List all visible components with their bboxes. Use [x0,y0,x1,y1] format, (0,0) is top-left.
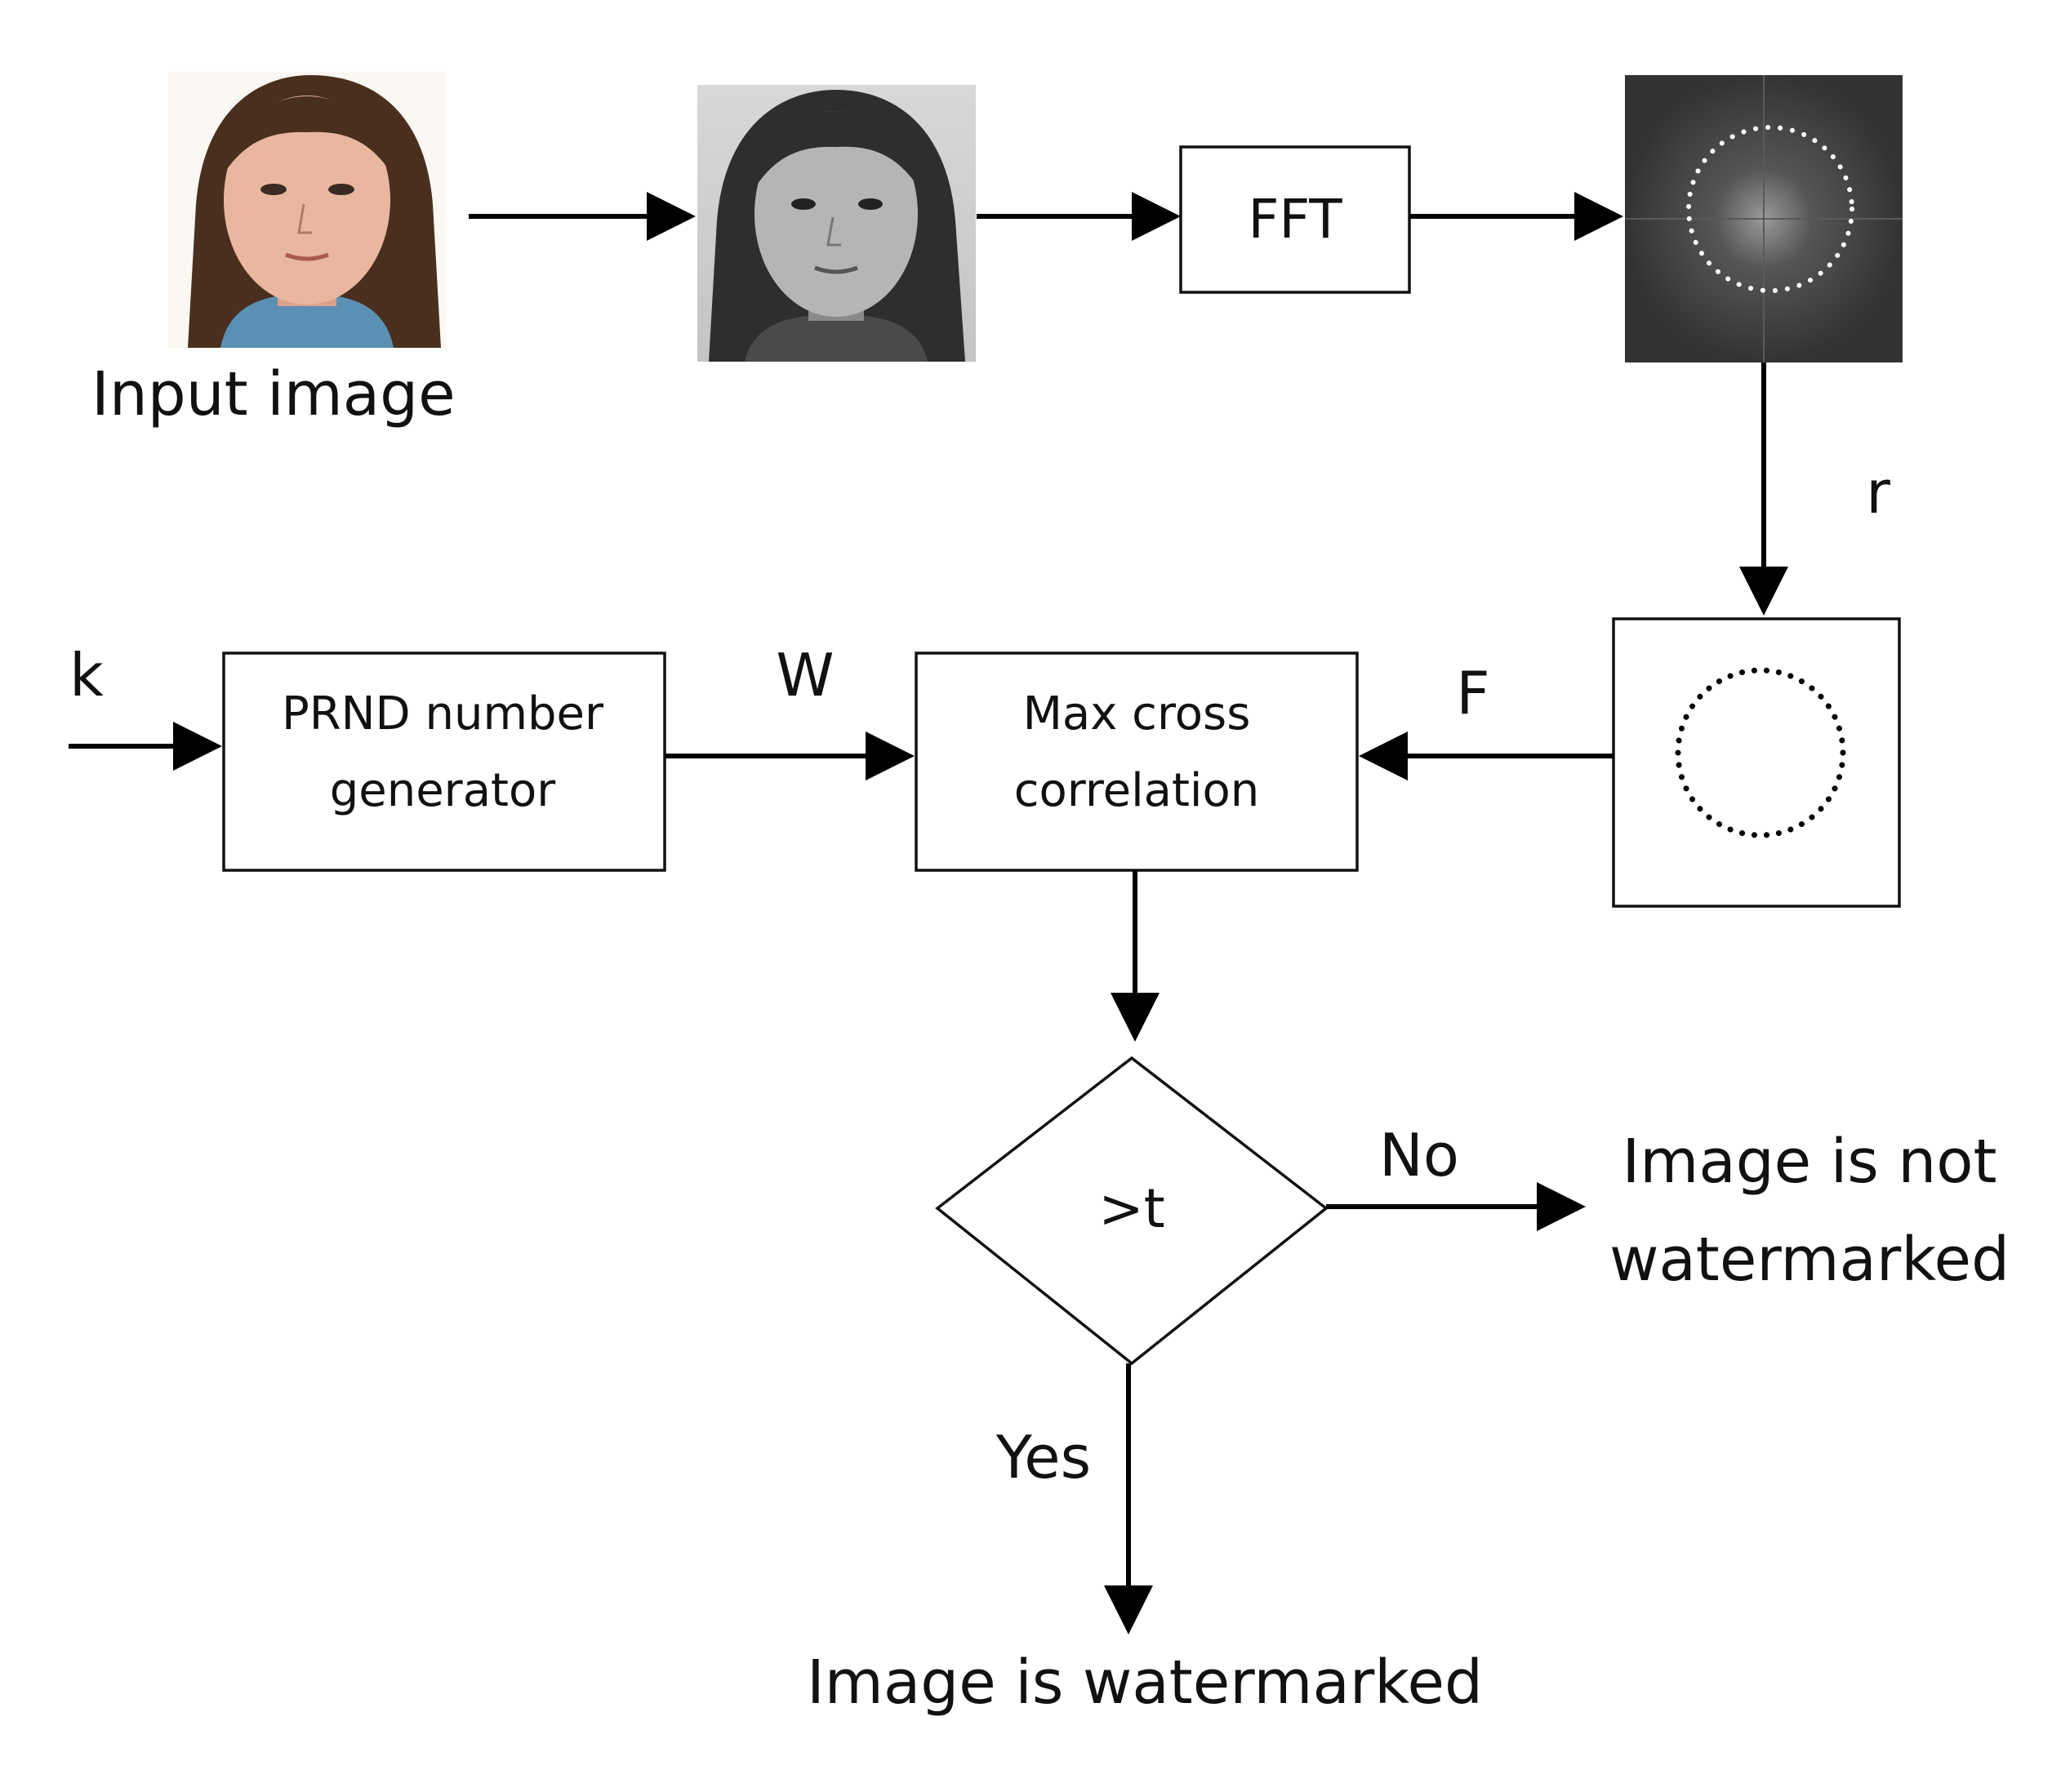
input-face-image [168,72,446,348]
fft-spectrum-image [1625,75,1903,362]
no-label: No [1379,1121,1459,1189]
prnd-label-line2: generator [330,764,557,817]
threshold-label: >t [1098,1177,1164,1240]
prnd-generator-box [222,651,666,872]
f-label: F [1456,659,1489,727]
max-cross-label-line1: Max cross [1023,687,1251,740]
r-label: r [1866,458,1890,527]
extracted-dotted-ring-icon [1675,667,1846,838]
spectrum-dotted-ring [1686,125,1854,293]
fft-box [1179,145,1411,294]
w-label: W [776,641,834,709]
max-cross-correlation-box [915,651,1359,872]
not-watermarked-line2: watermarked [1609,1225,2010,1295]
ring-extraction-box [1612,617,1901,908]
not-watermarked-line1: Image is not [1622,1127,1996,1197]
k-label: k [69,641,104,709]
fft-label: FFT [1248,188,1342,251]
yes-label: Yes [995,1423,1091,1492]
prnd-label-line1: PRND number [282,687,604,740]
threshold-decision-diamond [935,1056,1329,1366]
grayscale-face-image [697,85,976,362]
watermarked-result-label: Image is watermarked [807,1647,1483,1718]
input-image-label: Input image [91,359,456,429]
max-cross-label-line2: correlation [1014,764,1259,817]
